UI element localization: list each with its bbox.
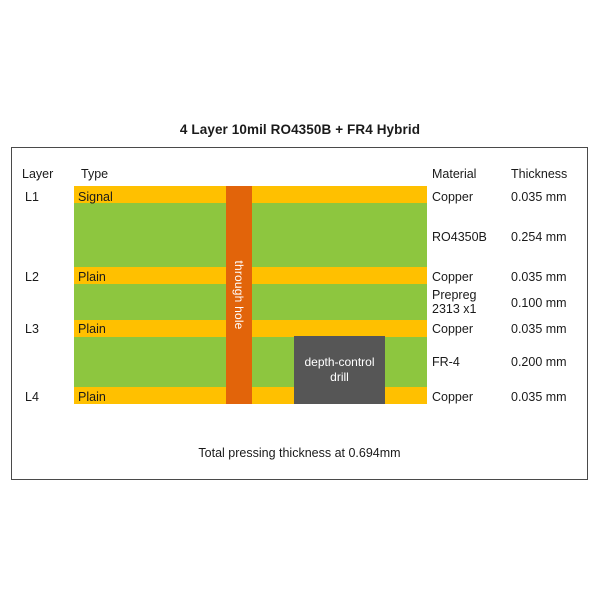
thickness-l4-copper: 0.035 mm bbox=[511, 390, 567, 404]
thickness-l2-copper: 0.035 mm bbox=[511, 270, 567, 284]
layer-type-l3: Plain bbox=[78, 322, 106, 336]
layer-type-l1: Signal bbox=[78, 190, 113, 204]
layer-type-l2: Plain bbox=[78, 270, 106, 284]
material-l2-copper: Copper bbox=[432, 270, 473, 284]
material-ro4350b: RO4350B bbox=[432, 230, 487, 244]
layer-name-l3: L3 bbox=[25, 322, 39, 336]
material-l1-copper: Copper bbox=[432, 190, 473, 204]
material-l3-copper: Copper bbox=[432, 322, 473, 336]
through-hole-label: through hole bbox=[232, 260, 246, 330]
layer-name-l2: L2 bbox=[25, 270, 39, 284]
column-header-type: Type bbox=[81, 167, 109, 181]
thickness-ro4350b: 0.254 mm bbox=[511, 230, 567, 244]
thickness-l3-copper: 0.035 mm bbox=[511, 322, 567, 336]
diagram-title: 4 Layer 10mil RO4350B + FR4 Hybrid bbox=[179, 122, 421, 137]
column-header-thickness: Thickness bbox=[511, 167, 568, 181]
thickness-fr4: 0.200 mm bbox=[511, 355, 567, 369]
thickness-prepreg: 0.100 mm bbox=[511, 296, 567, 310]
column-header-material: Material bbox=[432, 167, 477, 181]
total-thickness-note: Total pressing thickness at 0.694mm bbox=[198, 446, 401, 460]
thickness-l1-copper: 0.035 mm bbox=[511, 190, 567, 204]
layer-name-l4: L4 bbox=[25, 390, 39, 404]
material-l4-copper: Copper bbox=[432, 390, 473, 404]
column-header-layer: Layer bbox=[22, 167, 54, 181]
material-fr4: FR-4 bbox=[432, 355, 460, 369]
layer-type-l4: Plain bbox=[78, 390, 106, 404]
layer-name-l1: L1 bbox=[25, 190, 39, 204]
through-hole-via: through hole bbox=[226, 186, 252, 404]
